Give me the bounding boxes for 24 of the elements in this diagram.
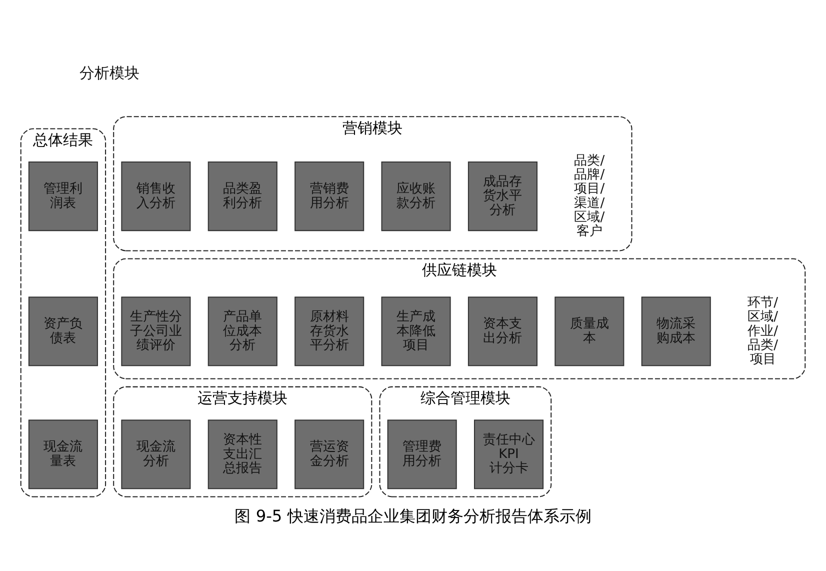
node-box: 品类盈利分析 — [208, 162, 278, 232]
node-box: 资本支出分析 — [468, 296, 538, 366]
node-box: 应收账款分析 — [381, 162, 451, 232]
node-box: 成品存货水平分析 — [468, 162, 538, 232]
label: 环节/区域/作业/品类/项目 — [748, 296, 778, 368]
label: 分析模块 — [80, 64, 140, 82]
node-box: 营销费用分析 — [294, 162, 364, 232]
node-box: 资本性支出汇总报告 — [208, 420, 278, 490]
node-box: 资产负债表 — [28, 296, 98, 366]
node-box: 销售收入分析 — [121, 162, 191, 232]
node-box: 质量成本 — [554, 296, 624, 366]
node-box: 现金流分析 — [121, 420, 191, 490]
node-box: 营运资金分析 — [294, 420, 364, 490]
node-box: 责任中心 KPI 计分卡 — [474, 420, 544, 490]
node-box: 管理利润表 — [28, 162, 98, 232]
caption: 图 9-5 快速消费品企业集团财务分析报告体系示例 — [234, 506, 592, 526]
node-box: 现金流量表 — [28, 420, 98, 490]
node-box: 产品单位成本分析 — [208, 296, 278, 366]
node-box: 生产成本降低项目 — [381, 296, 451, 366]
node-box: 原材料存货水平分析 — [294, 296, 364, 366]
node-box: 管理费用分析 — [387, 420, 457, 490]
node-box: 生产性分子公司业绩评价 — [121, 296, 191, 366]
label: 品类/品牌/项目/渠道/区域/客户 — [574, 153, 605, 239]
node-box: 物流采购成本 — [641, 296, 711, 366]
